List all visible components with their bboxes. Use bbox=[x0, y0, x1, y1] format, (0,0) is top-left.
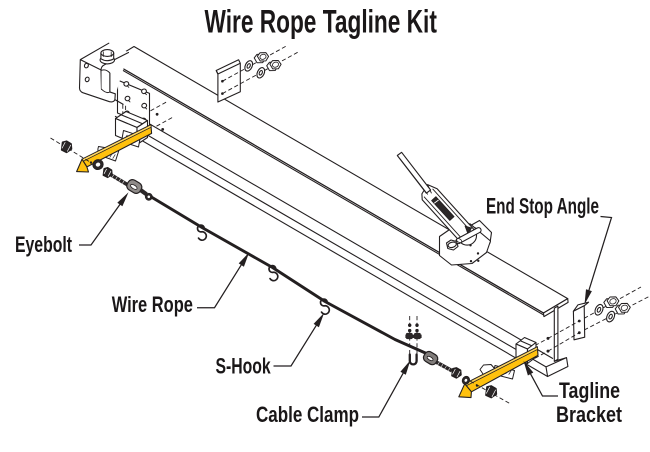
svg-text:Bracket: Bracket bbox=[556, 402, 623, 427]
svg-text:End Stop Angle: End Stop Angle bbox=[486, 193, 599, 218]
svg-text:Wire Rope Tagline Kit: Wire Rope Tagline Kit bbox=[205, 3, 438, 39]
svg-text:Wire Rope: Wire Rope bbox=[112, 292, 193, 317]
svg-text:Eyebolt: Eyebolt bbox=[15, 232, 72, 257]
svg-text:Tagline: Tagline bbox=[559, 378, 620, 403]
svg-text:S-Hook: S-Hook bbox=[216, 354, 272, 379]
svg-text:Cable Clamp: Cable Clamp bbox=[256, 402, 359, 427]
